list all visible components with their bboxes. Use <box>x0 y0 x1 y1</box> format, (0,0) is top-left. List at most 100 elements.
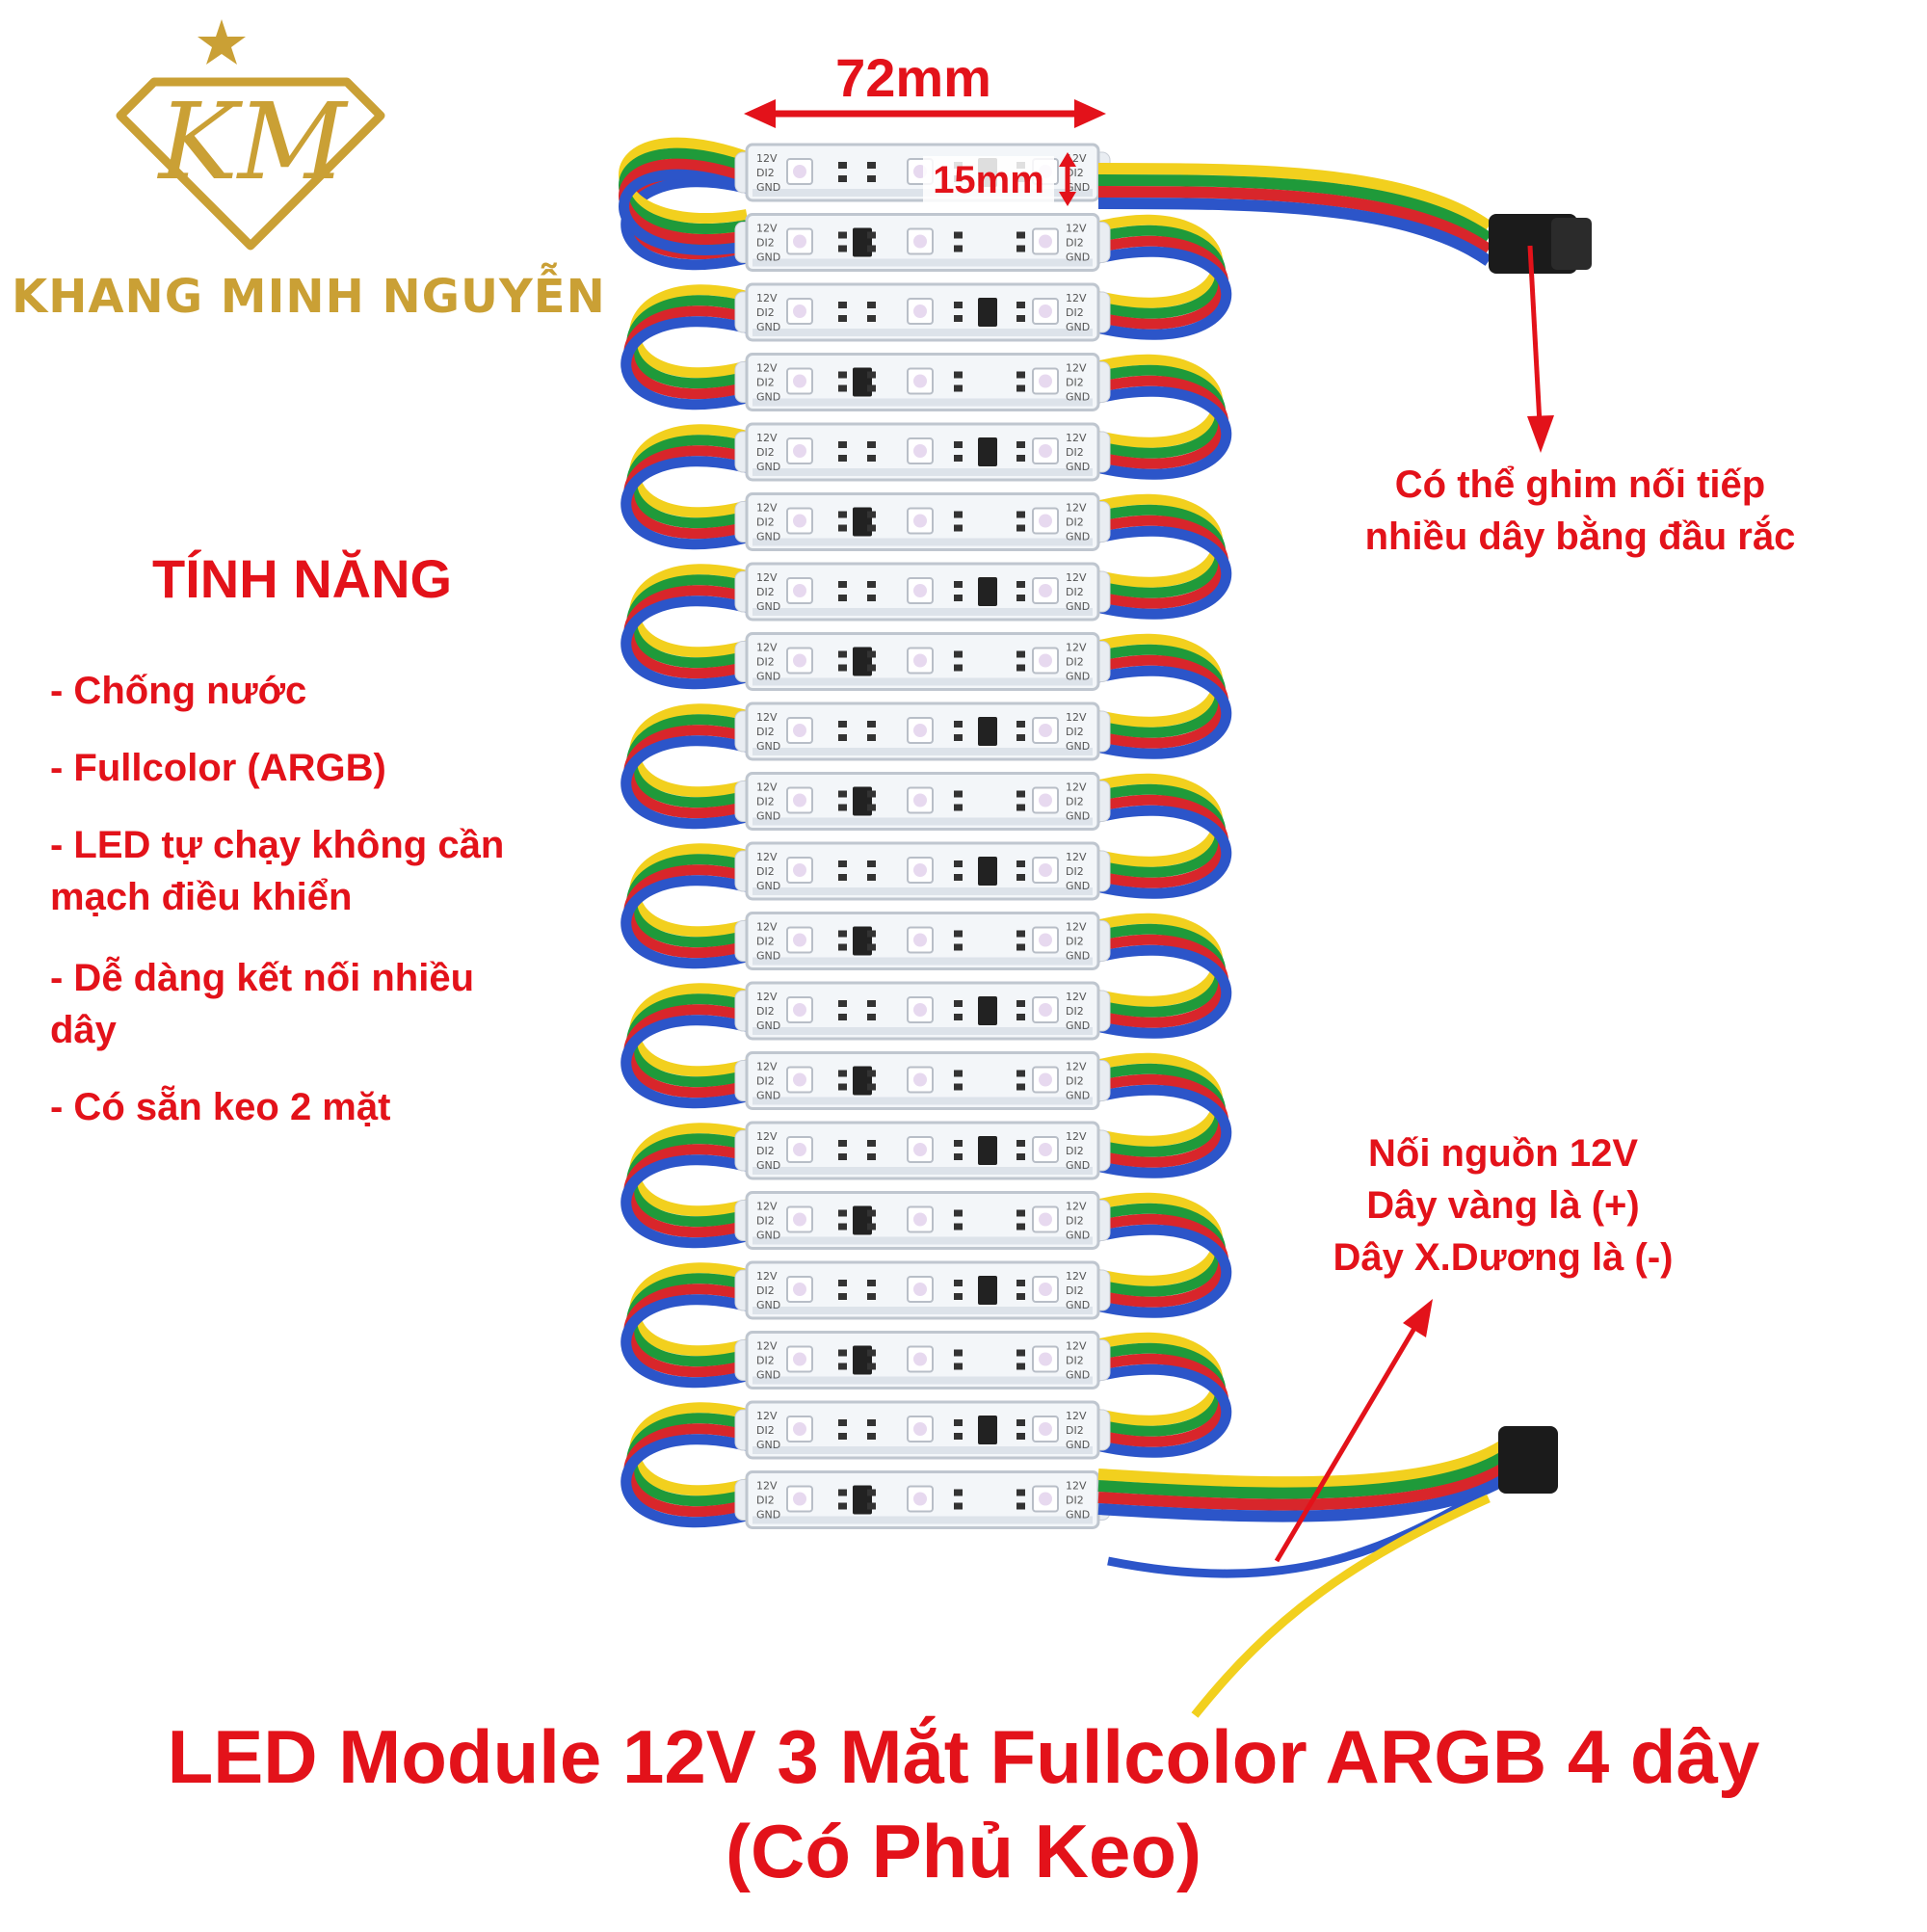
pin-label: GND <box>756 1019 780 1032</box>
pin-label: DI2 <box>756 936 775 948</box>
wire-loop <box>620 875 749 969</box>
product-title-line1: LED Module 12V 3 Mắt Fullcolor ARGB 4 dâ… <box>167 1714 1760 1799</box>
pin-label: GND <box>1066 321 1090 333</box>
pin-label: 12V <box>756 1270 778 1283</box>
pin-label: 12V <box>756 851 778 863</box>
pin-label: DI2 <box>1066 1284 1084 1297</box>
pin-label: GND <box>756 810 780 823</box>
pin-label: GND <box>756 740 780 753</box>
pin-label: GND <box>756 1369 780 1382</box>
wire-loop <box>620 1434 749 1528</box>
wire-loop <box>1096 1363 1232 1458</box>
wire-loop <box>620 316 749 410</box>
pin-label: DI2 <box>1066 865 1084 878</box>
ic-chip <box>978 1136 997 1165</box>
ic-chip <box>978 437 997 466</box>
connector-note-line2: nhiều dây bằng đầu rắc <box>1364 516 1796 558</box>
pin-label: GND <box>1066 950 1090 963</box>
pin-label: DI2 <box>756 1424 775 1437</box>
pin-label: 12V <box>1066 781 1087 794</box>
pin-label: 12V <box>1066 1130 1087 1143</box>
pin-label: GND <box>756 461 780 473</box>
pin-label: DI2 <box>1066 586 1084 598</box>
pin-label: 12V <box>1066 223 1087 235</box>
pin-label: GND <box>1066 181 1090 194</box>
feature-item: - Có sẵn keo 2 mặt <box>50 1086 391 1128</box>
ic-chip <box>978 857 997 886</box>
ic-chip <box>978 298 997 327</box>
pin-label: GND <box>1066 1439 1090 1451</box>
pin-label: 12V <box>1066 921 1087 934</box>
pin-label: GND <box>1066 1369 1090 1382</box>
pin-label: 12V <box>1066 991 1087 1003</box>
pin-label: DI2 <box>756 1495 775 1507</box>
pin-label: DI2 <box>756 726 775 738</box>
wire-loop <box>620 1294 749 1389</box>
pin-label: DI2 <box>1066 1355 1084 1367</box>
pin-label: 12V <box>1066 642 1087 654</box>
pin-label: 12V <box>1066 1410 1087 1422</box>
product-title-line2: (Có Phủ Keo) <box>726 1809 1201 1893</box>
feature-item: - LED tự chạy không cần mạch điều khiển <box>50 824 505 918</box>
pin-label: 12V <box>756 642 778 654</box>
features-title: TÍNH NĂNG <box>152 548 453 609</box>
pin-label: 12V <box>1066 1201 1087 1213</box>
pin-label: 12V <box>1066 362 1087 375</box>
wire-loop <box>620 1154 749 1249</box>
wire-loop <box>1096 805 1232 899</box>
pin-label: 12V <box>1066 1270 1087 1283</box>
pin-label: DI2 <box>1066 1495 1084 1507</box>
pin-label: GND <box>1066 600 1090 613</box>
wire-loop <box>1096 385 1232 480</box>
pin-label: GND <box>1066 251 1090 264</box>
pin-label: DI2 <box>756 377 775 389</box>
pin-label: 12V <box>1066 502 1087 515</box>
wire-loop <box>620 735 749 830</box>
pin-label: DI2 <box>756 796 775 808</box>
pin-label: 12V <box>756 781 778 794</box>
connector-arrow <box>1527 245 1554 453</box>
pin-label: 12V <box>756 921 778 934</box>
pin-label: 12V <box>1066 571 1087 584</box>
pin-label: 12V <box>1066 851 1087 863</box>
pin-label: 12V <box>1066 1061 1087 1073</box>
bottom-connector-icon <box>1498 1426 1558 1494</box>
pin-label: 12V <box>1066 292 1087 304</box>
pin-label: GND <box>1066 1299 1090 1311</box>
wire-loop <box>1096 1084 1232 1178</box>
pin-label: DI2 <box>756 656 775 669</box>
wire-loop <box>1096 944 1232 1039</box>
pin-label: DI2 <box>1066 377 1084 389</box>
pin-label: DI2 <box>756 446 775 459</box>
logo-diamond <box>116 77 385 251</box>
pin-label: GND <box>1066 1090 1090 1102</box>
pin-label: DI2 <box>1066 516 1084 529</box>
power-note-line1: Nối nguồn 12V <box>1368 1132 1638 1175</box>
pin-label: 12V <box>756 1410 778 1422</box>
pin-label: DI2 <box>1066 936 1084 948</box>
pin-label: GND <box>756 251 780 264</box>
ic-chip <box>978 717 997 746</box>
pin-label: DI2 <box>1066 237 1084 250</box>
pin-label: DI2 <box>1066 726 1084 738</box>
pin-label: DI2 <box>1066 1145 1084 1157</box>
pin-label: DI2 <box>756 306 775 319</box>
wire-loop <box>619 169 749 255</box>
ic-chip <box>978 1276 997 1305</box>
pin-label: 12V <box>756 711 778 724</box>
pin-label: GND <box>1066 740 1090 753</box>
pin-label: DI2 <box>756 1284 775 1297</box>
feature-item: - Chống nước <box>50 670 307 712</box>
pin-label: DI2 <box>756 865 775 878</box>
pin-label: DI2 <box>756 1005 775 1018</box>
